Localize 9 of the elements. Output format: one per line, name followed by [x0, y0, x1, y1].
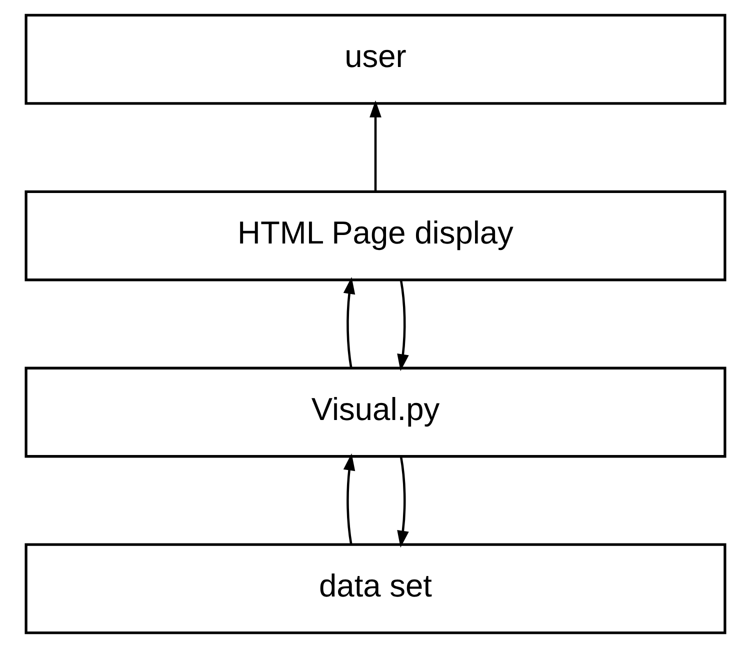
arrow [342, 276, 355, 368]
node-box: data set [24, 543, 726, 634]
arrow [396, 280, 408, 372]
node-box: HTML Page display [24, 190, 726, 282]
arrow [396, 456, 408, 548]
arrow [342, 453, 355, 544]
arrow [369, 100, 381, 192]
node-box: user [24, 14, 726, 105]
node-box: Visual.py [24, 366, 726, 458]
